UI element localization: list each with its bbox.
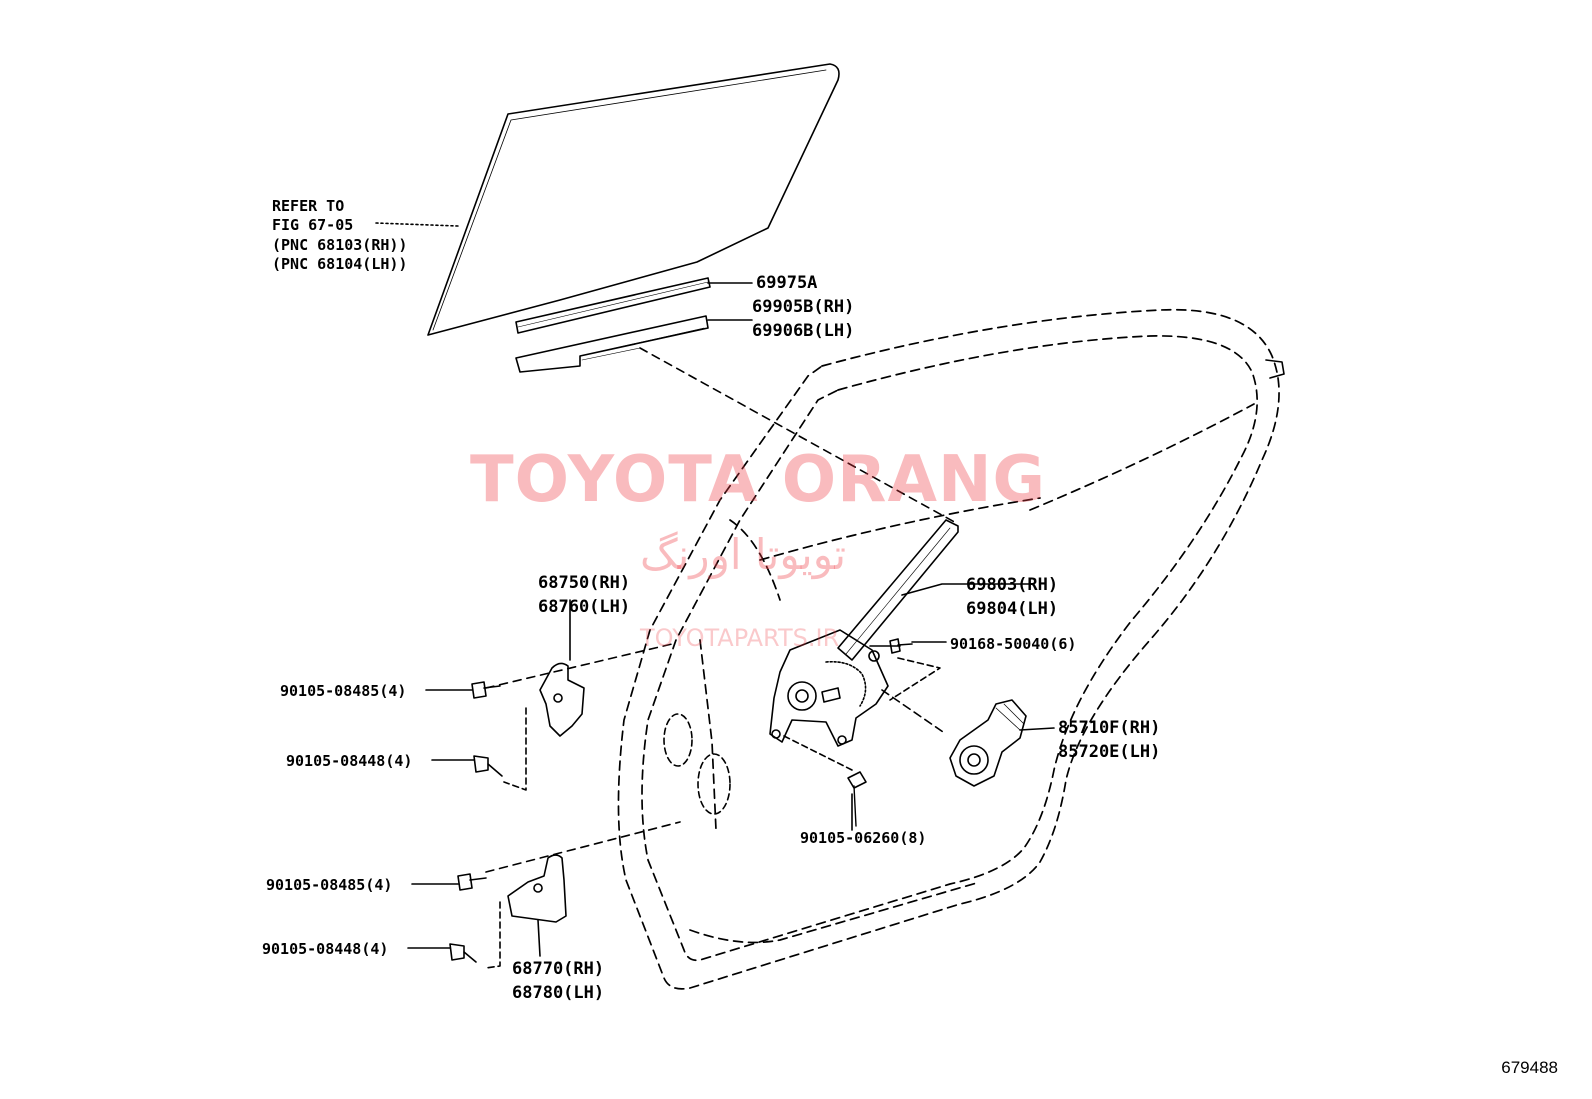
label-69906b-lh[interactable]: 69906B(LH) <box>752 321 855 341</box>
bolt-icon <box>449 943 465 961</box>
bolt-icon <box>471 681 487 699</box>
label-85710f-rh[interactable]: 85710F(RH) <box>1058 718 1161 738</box>
bolt-icon <box>457 873 473 891</box>
lower-hinge <box>507 854 567 923</box>
label-90105-08448-upper[interactable]: 90105-08448(4) <box>286 752 413 770</box>
glass-run-strip <box>515 315 709 373</box>
label-85720e-lh[interactable]: 85720E(LH) <box>1058 742 1161 762</box>
label-68750-rh[interactable]: 68750(RH) <box>538 573 631 593</box>
label-90105-06260[interactable]: 90105-06260(8) <box>800 829 927 847</box>
bolt-icon <box>473 755 489 773</box>
label-69975a[interactable]: 69975A <box>756 273 818 293</box>
label-69905b-rh[interactable]: 69905B(RH) <box>752 297 855 317</box>
window-regulator-body <box>769 629 889 747</box>
window-regulator-arm <box>837 519 959 661</box>
window-motor <box>949 699 1027 787</box>
bolt-icon <box>847 771 867 789</box>
label-69803-rh[interactable]: 69803(RH) <box>966 575 1059 595</box>
refer-note-line2: FIG 67-05 <box>272 216 354 234</box>
label-90105-08485-lower[interactable]: 90105-08485(4) <box>266 876 393 894</box>
watermark-brand: TOYOTA ORANG <box>470 443 1047 517</box>
refer-note-line3: (PNC 68103(RH)) <box>272 236 408 254</box>
bolt-icon <box>889 638 901 654</box>
label-68780-lh[interactable]: 68780(LH) <box>512 983 605 1003</box>
label-90105-08485-upper[interactable]: 90105-08485(4) <box>280 682 407 700</box>
refer-note-line1: REFER TO <box>272 197 345 215</box>
label-68760-lh[interactable]: 68760(LH) <box>538 597 631 617</box>
watermark-brand-persian: تویوتا اورنگ <box>640 530 847 579</box>
door-frame-outer <box>617 308 1280 990</box>
figure-id: 679488 <box>1501 1058 1558 1077</box>
door-frame-inner <box>641 335 1258 962</box>
label-69804-lh[interactable]: 69804(LH) <box>966 599 1059 619</box>
label-68770-rh[interactable]: 68770(RH) <box>512 959 605 979</box>
watermark-site: TOYOTAPARTS.IR <box>640 624 840 652</box>
weatherstrip-outer <box>515 277 711 334</box>
upper-hinge <box>539 662 585 737</box>
label-90168-50040[interactable]: 90168-50040(6) <box>950 635 1077 653</box>
refer-note-line4: (PNC 68104(LH)) <box>272 255 408 273</box>
label-90105-08448-lower[interactable]: 90105-08448(4) <box>262 940 389 958</box>
door-glass-outline <box>427 63 840 336</box>
